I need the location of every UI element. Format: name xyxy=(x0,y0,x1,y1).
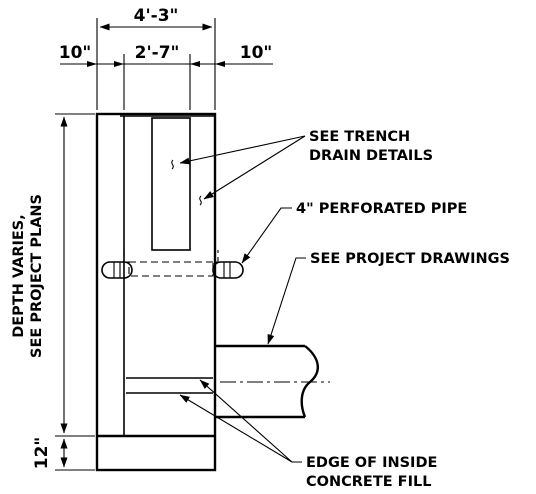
depth-label-line2: SEE PROJECT PLANS xyxy=(29,194,45,358)
concrete-fill-leaders xyxy=(179,379,302,463)
trench-drain-note-line2: DRAIN DETAILS xyxy=(309,148,433,164)
concrete-fill-note-line1: EDGE OF INSIDE xyxy=(306,455,437,471)
concrete-fill-edges xyxy=(126,377,213,394)
dimension-depth xyxy=(55,113,95,471)
trench-drain-note-line1: SEE TRENCH xyxy=(309,129,410,145)
inner-width-label: 2'-7" xyxy=(135,43,180,63)
concrete-fill-note-line2: CONCRETE FILL xyxy=(306,474,431,490)
pipe-end-right xyxy=(212,261,244,279)
left-wall-label: 10" xyxy=(59,43,92,63)
pipe-end-left xyxy=(101,261,133,279)
overall-width-label: 4'-3" xyxy=(134,6,179,26)
perforated-pipe-note: 4" PERFORATED PIPE xyxy=(296,201,467,217)
base-thickness-label: 12" xyxy=(32,437,52,470)
dimension-inner-width xyxy=(60,54,273,110)
trench-drain-leaders xyxy=(179,135,306,200)
project-drawings-leader xyxy=(267,257,306,345)
outlet-pipe xyxy=(215,344,330,419)
perforated-pipe-dashed xyxy=(123,250,219,277)
perforated-pipe-leader xyxy=(241,207,292,264)
trench-drain xyxy=(151,117,202,251)
right-wall-label: 10" xyxy=(240,43,273,63)
structure-outline xyxy=(95,112,217,472)
depth-label-line1: DEPTH VARIES, xyxy=(11,214,27,338)
project-drawings-note: SEE PROJECT DRAWINGS xyxy=(310,251,510,267)
